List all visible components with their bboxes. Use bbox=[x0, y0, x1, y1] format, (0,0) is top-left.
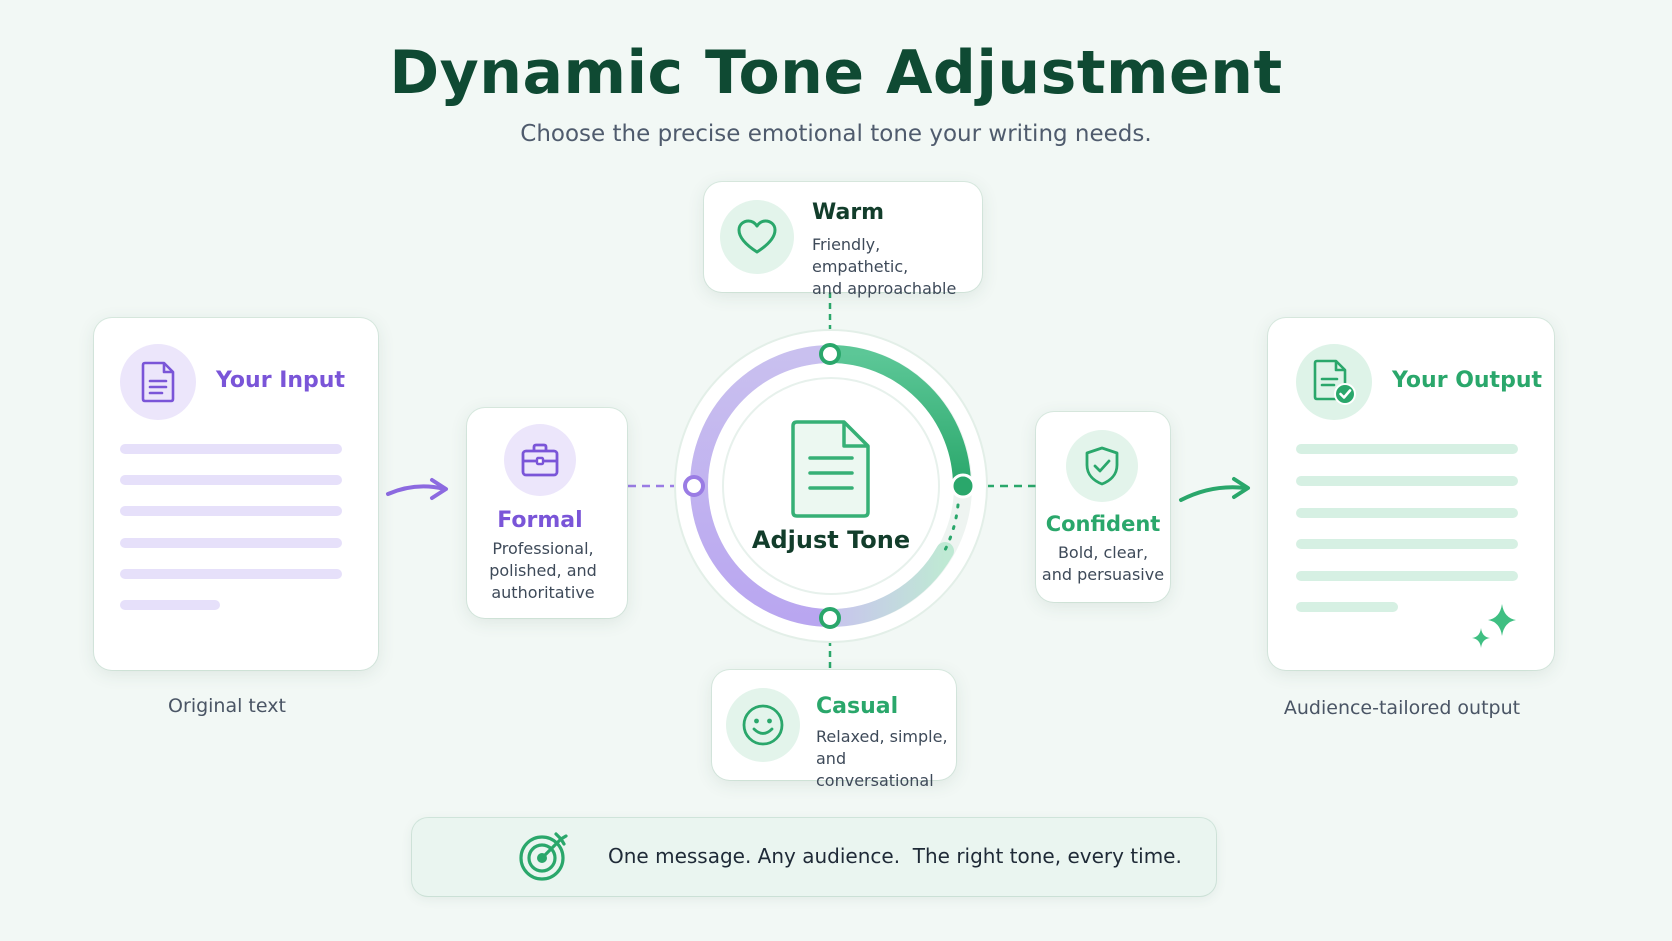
text-line bbox=[1296, 571, 1518, 581]
input-card: Your Input bbox=[94, 318, 378, 670]
text-line bbox=[120, 506, 342, 516]
confident-description: Bold, clear, and persuasive bbox=[1036, 542, 1170, 586]
text-line bbox=[1296, 602, 1398, 612]
text-line bbox=[120, 569, 342, 579]
briefcase-icon bbox=[521, 443, 559, 477]
target-icon bbox=[519, 832, 568, 881]
confident-title: Confident bbox=[1045, 512, 1161, 536]
casual-desc-line1: Relaxed, simple, bbox=[816, 727, 948, 746]
output-title: Your Output bbox=[1392, 368, 1543, 393]
text-line bbox=[120, 600, 220, 610]
center-label: Adjust Tone bbox=[751, 526, 911, 554]
warm-title: Warm bbox=[812, 200, 885, 225]
text-line bbox=[120, 538, 342, 548]
warm-desc-line2: and approachable bbox=[812, 279, 957, 298]
footer-text: One message. Any audience. The right ton… bbox=[608, 844, 1182, 868]
sparkle-icon bbox=[1472, 604, 1516, 648]
tone-card-formal[interactable]: Formal Professional, polished, and autho… bbox=[467, 408, 627, 618]
formal-icon-badge bbox=[504, 424, 576, 496]
document-icon bbox=[141, 361, 175, 403]
confident-desc-line2: and persuasive bbox=[1041, 565, 1165, 584]
formal-desc-line2: polished, and bbox=[489, 561, 597, 580]
tone-card-confident[interactable]: Confident Bold, clear, and persuasive bbox=[1036, 412, 1170, 602]
input-icon-badge bbox=[120, 344, 196, 420]
text-line bbox=[1296, 476, 1518, 486]
dial-handle-bottom[interactable] bbox=[819, 607, 841, 629]
warm-description: Friendly, empathetic, and approachable bbox=[812, 234, 972, 300]
tone-dial-arc-casual bbox=[821, 542, 954, 628]
input-title: Your Input bbox=[216, 368, 345, 393]
text-line bbox=[1296, 539, 1518, 549]
dial-handle-left[interactable] bbox=[683, 475, 705, 497]
tone-card-warm[interactable]: Warm Friendly, empathetic, and approacha… bbox=[704, 182, 982, 298]
formal-description: Professional, polished, and authoritativ… bbox=[467, 538, 619, 604]
confident-icon-badge bbox=[1066, 430, 1138, 502]
confident-desc-line1: Bold, clear, bbox=[1057, 543, 1149, 562]
text-line bbox=[120, 444, 342, 454]
casual-desc-line2: and conversational bbox=[816, 749, 934, 790]
document-check-icon bbox=[1313, 359, 1356, 405]
tone-dial-dots bbox=[942, 503, 960, 554]
dial-handle-right[interactable] bbox=[950, 473, 976, 499]
page-title: Dynamic Tone Adjustment bbox=[389, 38, 1283, 108]
warm-desc-line1: Friendly, empathetic, bbox=[812, 235, 909, 276]
center-document-icon bbox=[791, 420, 870, 518]
smiley-icon bbox=[742, 704, 784, 746]
text-line bbox=[120, 475, 342, 485]
warm-icon-badge bbox=[720, 200, 794, 274]
formal-desc-line1: Professional, bbox=[492, 539, 594, 558]
formal-desc-line3: authoritative bbox=[491, 583, 595, 602]
shield-check-icon bbox=[1085, 446, 1119, 486]
output-card: Your Output bbox=[1268, 318, 1554, 670]
input-arrow bbox=[386, 484, 446, 496]
casual-title: Casual bbox=[816, 694, 899, 719]
output-arrowhead bbox=[1232, 477, 1250, 499]
text-line bbox=[1296, 508, 1518, 518]
footer-banner: One message. Any audience. The right ton… bbox=[412, 818, 1216, 896]
casual-icon-badge bbox=[726, 688, 800, 762]
casual-description: Relaxed, simple, and conversational bbox=[816, 726, 954, 792]
input-arrowhead bbox=[430, 478, 448, 500]
output-arrow bbox=[1179, 485, 1248, 502]
tone-card-casual[interactable]: Casual Relaxed, simple, and conversation… bbox=[712, 670, 956, 790]
formal-title: Formal bbox=[497, 508, 583, 533]
input-caption: Original text bbox=[168, 695, 286, 717]
heart-icon bbox=[737, 219, 777, 254]
output-caption: Audience-tailored output bbox=[1283, 697, 1521, 719]
tone-dial-arc-warm bbox=[821, 345, 971, 495]
page-subtitle: Choose the precise emotional tone your w… bbox=[520, 121, 1152, 147]
output-icon-badge bbox=[1296, 344, 1372, 420]
dial-handle-top[interactable] bbox=[819, 343, 841, 365]
text-line bbox=[1296, 444, 1518, 454]
